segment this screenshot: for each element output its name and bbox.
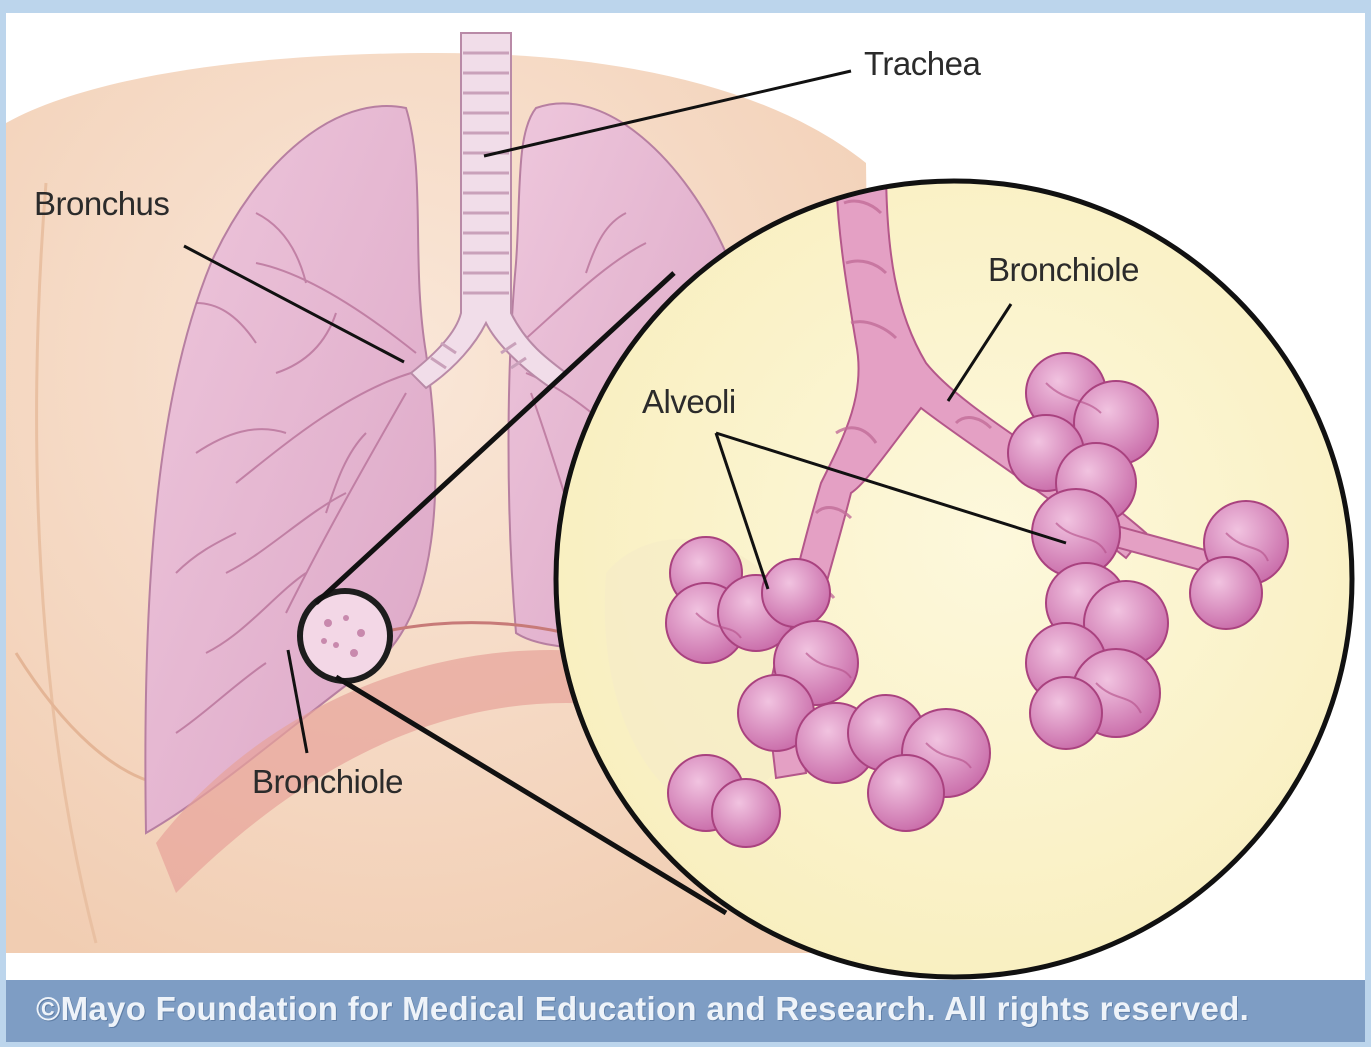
respiratory-illustration [6,13,1365,980]
bronchiole-left-label: Bronchiole [252,763,403,801]
small-zoom-circle [300,591,390,681]
copyright-bar: ©Mayo Foundation for Medical Education a… [6,980,1365,1042]
trachea-label: Trachea [864,45,980,83]
bronchus-label: Bronchus [34,185,169,223]
alveoli-label: Alveoli [642,383,736,421]
bronchiole-zoom-label: Bronchiole [988,251,1139,289]
illustration-panel: Trachea Bronchus Bronchiole Bronchiole A… [6,13,1365,980]
copyright-text: ©Mayo Foundation for Medical Education a… [36,990,1249,1028]
